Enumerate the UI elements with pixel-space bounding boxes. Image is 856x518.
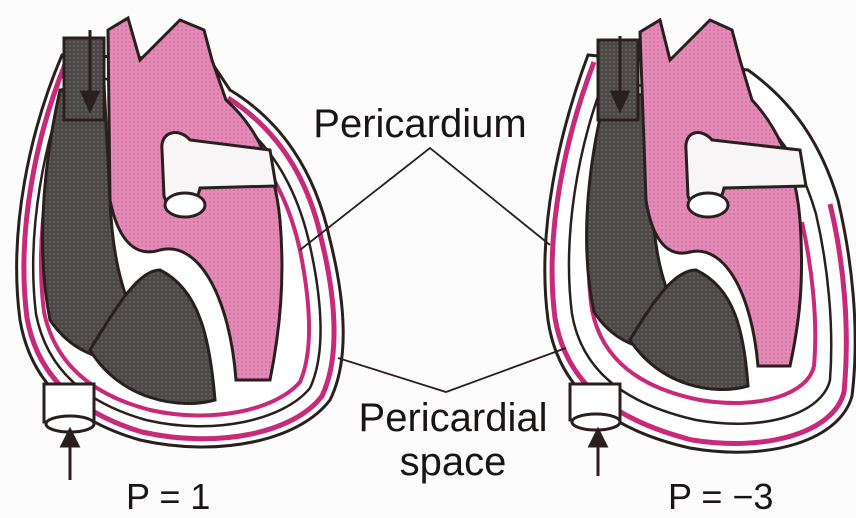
- pericardium-label: Pericardium: [300, 102, 540, 147]
- heart-right: [545, 20, 855, 476]
- arrow-up-right: [590, 430, 606, 476]
- leader-pericardium: [300, 148, 550, 250]
- pressure-left-label: P = 1: [126, 476, 276, 518]
- pericardial-space-label-line1: Pericardial: [348, 396, 558, 441]
- ivc-opening-right: [572, 414, 620, 430]
- vessel-opening-right: [688, 193, 728, 217]
- pericardial-space-label-line2: space: [348, 440, 558, 485]
- vena-cava-left: [64, 38, 104, 120]
- leader-pericardial-space: [338, 348, 566, 392]
- pressure-right-label: P = −3: [668, 476, 838, 518]
- heart-left: [17, 18, 344, 480]
- arrow-up-left: [62, 430, 78, 480]
- vessel-opening-left: [165, 193, 205, 217]
